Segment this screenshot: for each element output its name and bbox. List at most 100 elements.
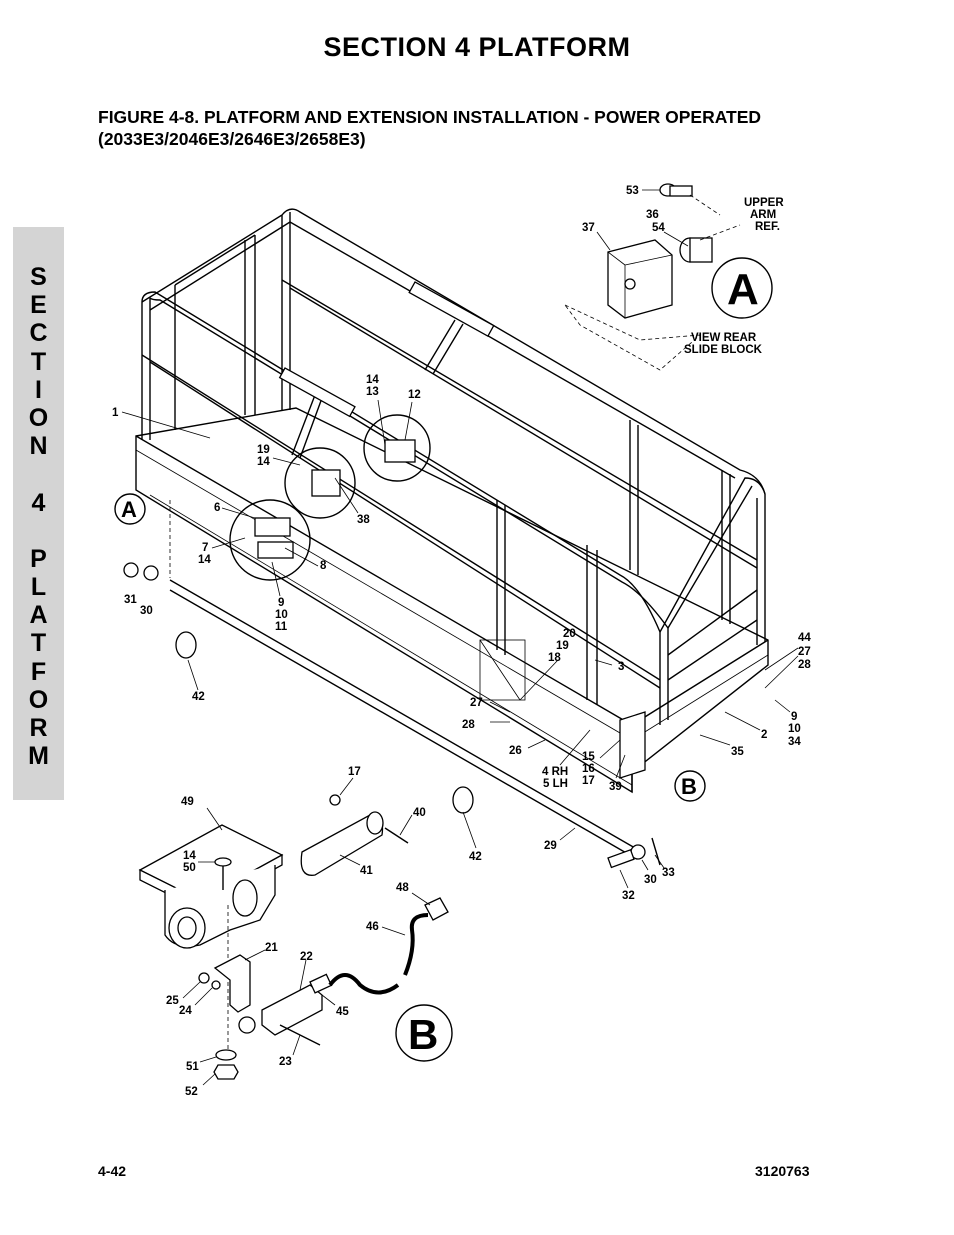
callout-28-left: 28	[462, 719, 475, 731]
figure-title-line-2: (2033E3/2046E3/2646E3/2658E3)	[98, 129, 366, 149]
callout-8: 8	[320, 560, 327, 572]
callout-4-rh: 4 RH	[542, 766, 568, 778]
callout-13: 13	[366, 386, 379, 398]
callout-14-caster: 14	[183, 850, 196, 862]
callout-48: 48	[396, 882, 409, 894]
callout-32: 32	[622, 890, 635, 902]
callout-50: 50	[183, 862, 196, 874]
side-tab-letter: F	[30, 657, 47, 686]
callout-42-right: 42	[469, 851, 482, 863]
callout-14-lower: 14	[198, 554, 211, 566]
side-tab-letter: O	[28, 685, 49, 714]
callout-25: 25	[166, 995, 179, 1007]
side-tab-letter: E	[30, 291, 47, 320]
callout-35: 35	[731, 746, 744, 758]
detail-a-slide-block: A UPPER ARM REF. VIEW REAR SLIDE BLOCK	[564, 183, 784, 371]
callout-34: 34	[788, 736, 801, 748]
callout-18: 18	[548, 652, 561, 664]
callout-52: 52	[185, 1086, 198, 1098]
callout-51: 51	[186, 1061, 199, 1073]
callout-36: 36	[646, 209, 659, 221]
side-tab-letter: T	[30, 347, 47, 376]
callout-17-lower: 17	[348, 766, 361, 778]
callout-26: 26	[509, 745, 522, 757]
callout-46: 46	[366, 921, 379, 933]
side-tab-letter: S	[30, 263, 47, 291]
callout-19-left: 19	[257, 444, 270, 456]
callout-14-top: 14	[366, 374, 379, 386]
callout-49: 49	[181, 796, 194, 808]
callout-29: 29	[544, 840, 557, 852]
callout-19-right: 19	[556, 640, 569, 652]
side-tab-letter: 4	[31, 488, 46, 517]
detail-a-caption-line-1: VIEW REAR	[691, 332, 757, 344]
detail-a-ref-line-2: ARM	[750, 209, 776, 221]
slide-rod	[123, 500, 661, 869]
callout-39: 39	[609, 781, 622, 793]
callout-6: 6	[214, 502, 220, 514]
callout-30-left: 30	[140, 605, 153, 617]
callout-leaders	[121, 189, 799, 1086]
detail-bubbles	[229, 414, 431, 581]
platform-basket	[135, 208, 769, 794]
detail-a-marker: A	[727, 265, 759, 314]
callout-5-lh: 5 LH	[543, 778, 568, 790]
callout-1: 1	[112, 407, 119, 419]
callout-10-left: 10	[275, 609, 288, 621]
callout-41: 41	[360, 865, 373, 877]
side-tab-letter: N	[29, 432, 48, 461]
callout-2: 2	[761, 729, 767, 741]
callout-30-right: 30	[644, 874, 657, 886]
detail-b-marker: B	[408, 1011, 438, 1058]
callout-17-right: 17	[582, 775, 595, 787]
figure-title: FIGURE 4-8. PLATFORM AND EXTENSION INSTA…	[98, 106, 858, 150]
callout-22: 22	[300, 951, 313, 963]
callout-labels: 53 36 54 37 1 14 13 12 19 14 38 6 7 14 8…	[112, 185, 811, 1098]
callout-40: 40	[413, 807, 426, 819]
callout-15: 15	[582, 751, 595, 763]
side-tab-letter: L	[30, 573, 47, 602]
callout-3: 3	[618, 661, 624, 673]
page-number: 4-42	[98, 1163, 127, 1179]
callout-33: 33	[662, 867, 675, 879]
detail-a-ref-line-3: REF.	[755, 221, 780, 233]
callout-38: 38	[357, 514, 370, 526]
side-tab-letter: T	[30, 629, 47, 658]
section-title: SECTION 4 PLATFORM	[323, 32, 631, 62]
side-tab-letter: R	[29, 714, 48, 742]
callout-37: 37	[582, 222, 595, 234]
callout-23: 23	[279, 1056, 292, 1068]
side-tab-letter: O	[28, 403, 49, 432]
callout-12: 12	[408, 389, 421, 401]
callout-31: 31	[124, 594, 137, 606]
callout-45: 45	[336, 1006, 349, 1018]
callout-28-right: 28	[798, 659, 811, 671]
side-tab-letter: A	[29, 601, 48, 630]
callout-24: 24	[179, 1005, 192, 1017]
detail-b-locator: B	[674, 770, 706, 802]
callout-42-left: 42	[192, 691, 205, 703]
callout-11: 11	[275, 621, 288, 633]
side-tab-letter: I	[35, 375, 42, 404]
callout-44: 44	[798, 632, 811, 644]
document-number: 3120763	[755, 1163, 810, 1179]
side-tab-letter: C	[29, 319, 48, 348]
detail-a-ref-line-1: UPPER	[744, 197, 784, 209]
svg-text:B: B	[681, 774, 697, 799]
callout-9-right: 9	[791, 711, 797, 723]
callout-27-right: 27	[798, 646, 811, 658]
detail-a-caption-line-2: SLIDE BLOCK	[684, 344, 763, 356]
callout-54: 54	[652, 222, 665, 234]
callout-53: 53	[626, 185, 639, 197]
callout-14-mid: 14	[257, 456, 270, 468]
detail-b-caster-assembly: B	[138, 794, 453, 1080]
callout-7: 7	[202, 542, 208, 554]
callout-27-left: 27	[470, 697, 483, 709]
side-tab-letter: M	[28, 742, 49, 771]
callout-20: 20	[563, 628, 576, 640]
callout-10-right: 10	[788, 723, 801, 735]
detail-a-locator: A	[114, 493, 146, 525]
